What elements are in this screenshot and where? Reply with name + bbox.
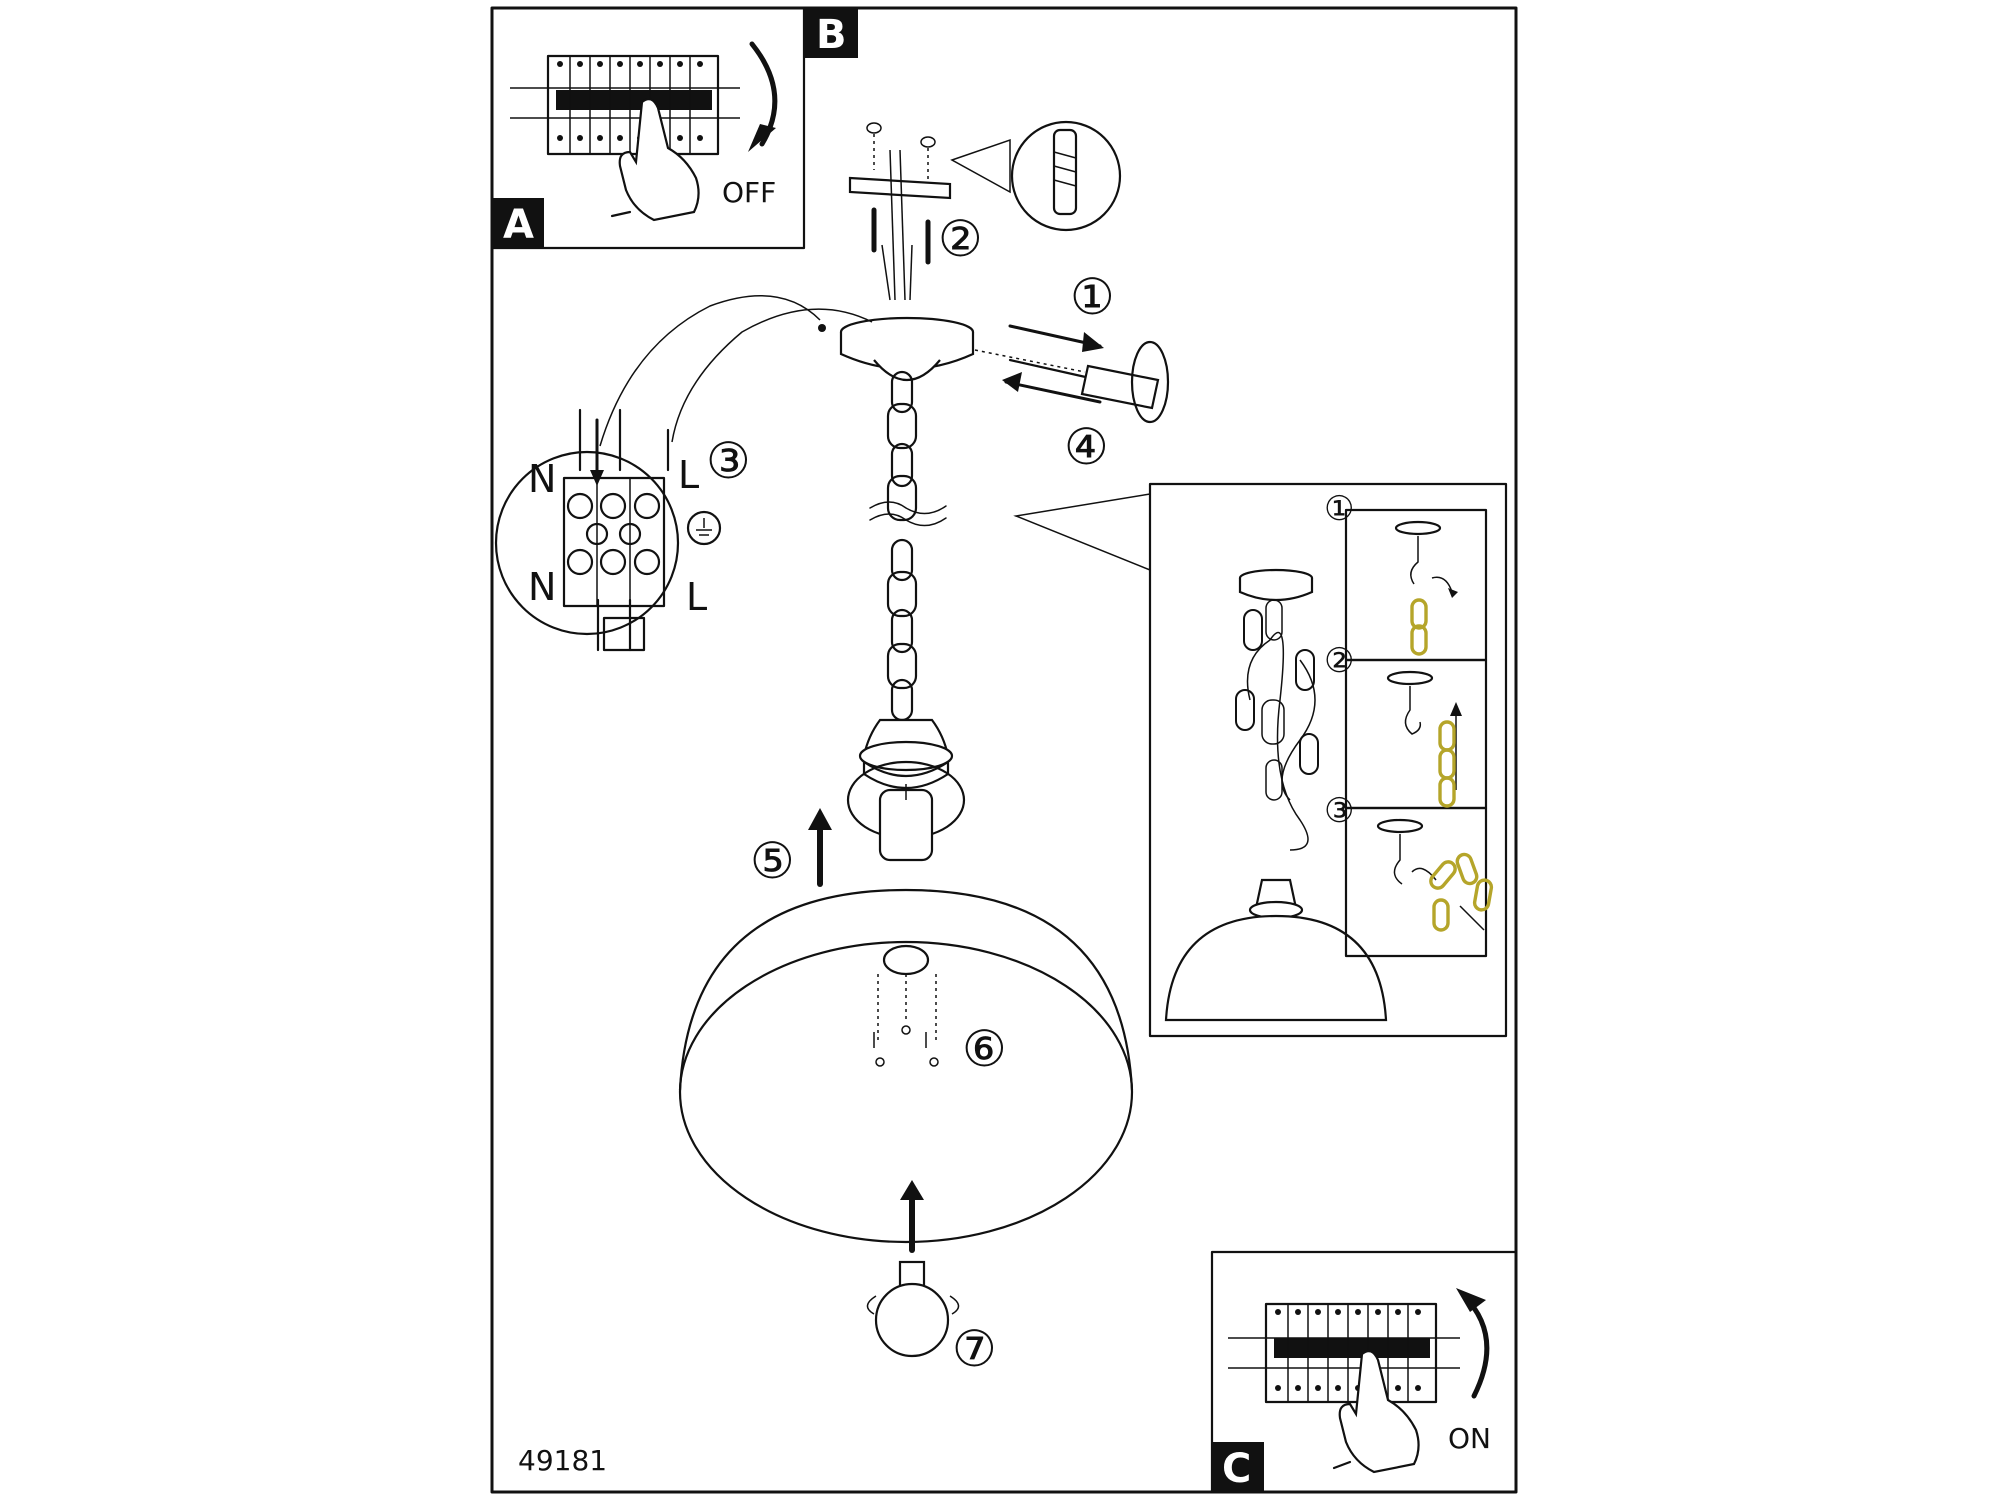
inset-step-1-number: ① [1324, 489, 1354, 529]
ground-symbol-icon [686, 510, 722, 546]
step-1-number: ① [1070, 268, 1115, 326]
step-4-arrow-icon [1004, 380, 1102, 404]
panel-c-frame [1210, 1250, 1518, 1494]
ceiling-canopy [818, 316, 975, 382]
label-box-a [492, 198, 544, 248]
hand-icon-c [1338, 1350, 1420, 1474]
pendant-chain [869, 370, 947, 722]
inset-step-2-number: ② [1324, 641, 1354, 681]
chain-adjust-inset: ① ② ③ [1013, 482, 1508, 1038]
model-number: 49181 [518, 1444, 607, 1477]
panel-letter-a: A [503, 202, 534, 248]
on-label: ON [1448, 1422, 1491, 1455]
lamp-holder [846, 718, 966, 862]
panel-ab-frame [490, 6, 806, 250]
step-7-number: ⑦ [952, 1320, 997, 1378]
light-bulb-icon [866, 1260, 960, 1358]
wire-callout-line [599, 295, 821, 447]
breaker-icon-c [1228, 1302, 1460, 1404]
switch-up-arrow-icon [1461, 1293, 1490, 1399]
step-5-number: ⑤ [750, 832, 795, 890]
panel-letter-c: C [1222, 1446, 1251, 1492]
breaker-icon [510, 54, 740, 156]
hand-icon [618, 98, 700, 222]
panel-letter-b: B [816, 12, 847, 58]
label-box-c [1212, 1442, 1264, 1492]
lamp-shade [678, 888, 1134, 1244]
terminal-label-n-bottom: N [528, 565, 556, 609]
terminal-label-n-top: N [528, 457, 556, 501]
step-3-number: ③ [706, 432, 751, 490]
label-box-b [804, 8, 858, 58]
page-frame [490, 6, 1518, 1494]
terminal-label-l-bottom: L [686, 575, 707, 619]
off-label: OFF [722, 176, 776, 209]
screw-detail-callout [950, 120, 1122, 232]
inset-step-3-number: ③ [1324, 791, 1354, 831]
breaker-on-panel: ON C [1210, 1250, 1518, 1494]
step-4-number: ④ [1064, 418, 1109, 476]
breaker-off-panel: OFF B A [490, 6, 858, 250]
terminal-block-callout: N L N L [494, 408, 722, 652]
screwdriver-icon [1008, 340, 1170, 424]
step-6-number: ⑥ [962, 1020, 1007, 1078]
step-2-number: ② [938, 210, 983, 268]
mounting-bracket [848, 122, 952, 301]
terminal-label-l-top: L [678, 453, 699, 497]
